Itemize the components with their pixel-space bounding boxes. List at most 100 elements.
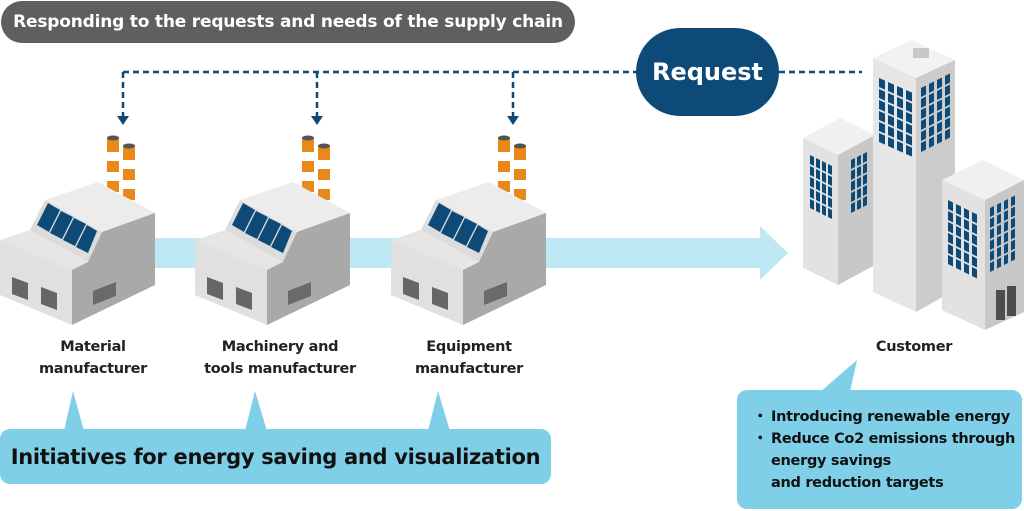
window-icon	[897, 130, 903, 142]
customer-label: Customer	[875, 339, 953, 355]
window-icon	[906, 145, 912, 157]
label-line: Material	[60, 339, 126, 355]
window-icon	[816, 158, 820, 169]
window-icon	[972, 267, 977, 279]
window-icon	[921, 85, 926, 97]
window-icon	[888, 126, 894, 138]
window-icon	[879, 111, 885, 123]
window-icon	[948, 233, 953, 245]
window-icon	[828, 164, 832, 175]
window-icon	[990, 206, 994, 217]
bullet-item: Reduce Co2 emissions through energy savi…	[753, 428, 1022, 494]
window-icon	[945, 84, 950, 96]
window-icon	[997, 213, 1001, 225]
window-icon	[897, 141, 903, 153]
window-icon	[828, 197, 832, 208]
window-icon	[822, 183, 826, 194]
callout-pointer	[64, 391, 84, 431]
window-icon	[972, 245, 977, 257]
window-icon	[863, 196, 867, 207]
window-icon	[857, 155, 861, 166]
arrow-down-icon	[117, 116, 129, 125]
window-icon	[972, 234, 977, 246]
window-icon	[828, 175, 832, 186]
window-icon	[990, 217, 994, 228]
window-icon	[857, 199, 861, 210]
window-icon	[879, 89, 885, 101]
window-icon	[1004, 243, 1008, 254]
window-icon	[810, 188, 814, 199]
window-icon	[851, 191, 855, 202]
factory-material-icon	[0, 135, 155, 325]
window-icon	[906, 112, 912, 124]
window-icon	[990, 228, 994, 239]
window-icon	[816, 202, 820, 213]
window-icon	[857, 166, 861, 177]
window-icon	[945, 117, 950, 129]
label-line: tools manufacturer	[204, 361, 356, 377]
window-icon	[972, 212, 977, 224]
window-icon	[948, 244, 953, 256]
window-icon	[810, 177, 814, 188]
window-icon	[921, 107, 926, 119]
window-icon	[921, 129, 926, 141]
arrow-down-icon	[311, 116, 323, 125]
callout-pointer	[428, 391, 450, 431]
window-icon	[863, 185, 867, 196]
window-icon	[929, 81, 934, 93]
window-icon	[972, 256, 977, 268]
window-icon	[937, 121, 942, 133]
window-icon	[863, 163, 867, 174]
window-icon	[937, 99, 942, 111]
window-icon	[906, 101, 912, 113]
window-icon	[888, 82, 894, 94]
window-icon	[810, 199, 814, 210]
window-icon	[879, 133, 885, 145]
equipment-manufacturer-label: Equipment manufacturer	[404, 336, 534, 380]
window-icon	[822, 161, 826, 172]
window-icon	[945, 95, 950, 107]
window-icon	[997, 224, 1001, 236]
window-icon	[810, 155, 814, 166]
window-icon	[956, 259, 961, 271]
window-icon	[948, 255, 953, 267]
window-icon	[857, 188, 861, 199]
window-icon	[990, 250, 994, 261]
window-icon	[948, 200, 953, 212]
callout-pointer	[820, 360, 857, 392]
window-icon	[1004, 254, 1008, 265]
window-icon	[851, 169, 855, 180]
window-icon	[997, 235, 1001, 247]
window-icon	[1011, 206, 1015, 218]
window-icon	[937, 88, 942, 100]
window-icon	[929, 136, 934, 148]
supply-chain-banner: Responding to the requests and needs of …	[1, 1, 575, 43]
window-icon	[956, 204, 961, 216]
window-icon	[879, 78, 885, 90]
window-icon	[1011, 239, 1015, 251]
window-icon	[972, 223, 977, 235]
arrow-down-icon	[507, 116, 519, 125]
window-icon	[816, 169, 820, 180]
window-icon	[828, 186, 832, 197]
window-icon	[1004, 210, 1008, 221]
machinery-manufacturer-label: Machinery and tools manufacturer	[200, 336, 360, 380]
window-icon	[888, 93, 894, 105]
window-icon	[964, 263, 969, 275]
label-line: manufacturer	[414, 361, 524, 377]
window-icon	[964, 241, 969, 253]
window-icon	[879, 122, 885, 134]
window-icon	[948, 211, 953, 223]
window-icon	[851, 158, 855, 169]
window-icon	[956, 248, 961, 260]
window-icon	[906, 90, 912, 102]
label-line: Machinery and	[221, 339, 339, 355]
request-badge: Request	[636, 28, 779, 116]
window-icon	[964, 252, 969, 264]
window-icon	[945, 106, 950, 118]
bullet-item: Introducing renewable energy	[753, 406, 1022, 428]
window-icon	[945, 73, 950, 85]
window-icon	[822, 205, 826, 216]
customer-needs-callout: Introducing renewable energy Reduce Co2 …	[737, 390, 1022, 509]
